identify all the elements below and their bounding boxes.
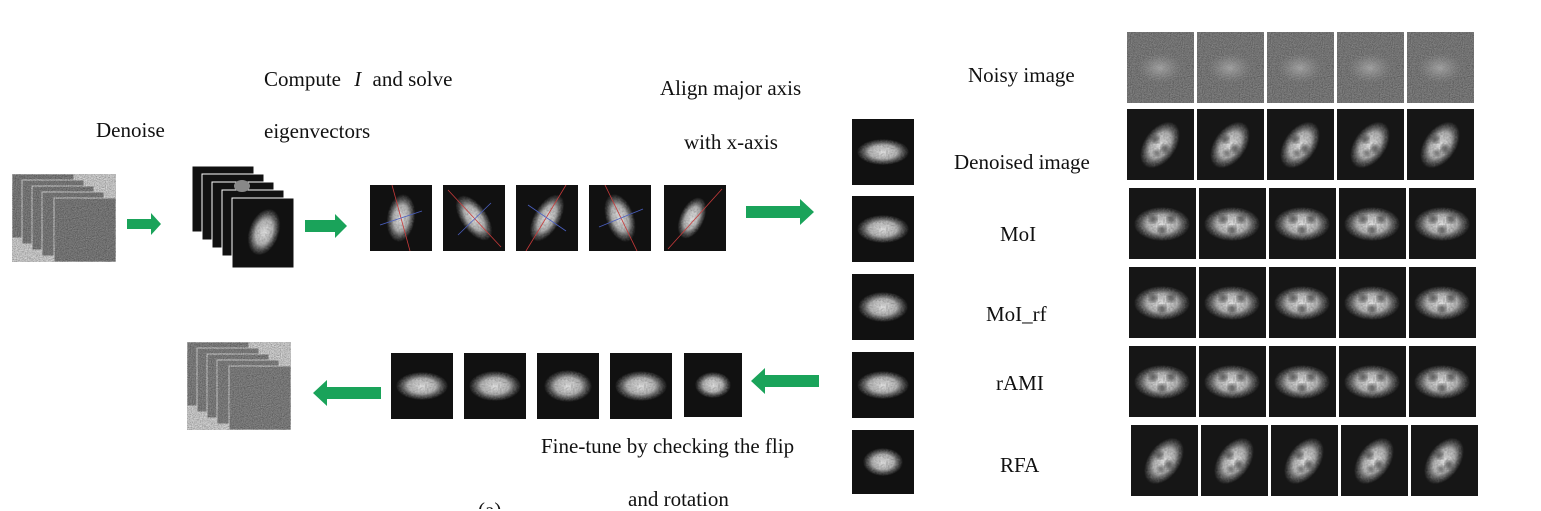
denoised-tile: [1337, 109, 1404, 180]
aligned-tile: [852, 196, 914, 262]
eigenvector-tile: [589, 185, 651, 251]
noisy-tile: [1197, 32, 1264, 103]
aligned-tile: [852, 352, 914, 418]
finetuned-tile: [391, 353, 453, 419]
finetuned-tile: [537, 353, 599, 419]
rami-tile: [1199, 346, 1266, 417]
row-label-moi-rf: MoI_rf: [986, 302, 1047, 326]
row-label-moi: MoI: [1000, 222, 1037, 246]
partial-caption: (a): [478, 500, 501, 509]
moi-rf-tile: [1199, 267, 1266, 338]
row-label-denoised: Denoised image: [954, 150, 1090, 174]
denoise-label: Denoise: [96, 118, 165, 142]
moi-tile: [1339, 188, 1406, 259]
compute-label-pre: Compute: [264, 67, 341, 91]
row-label-rfa: RFA: [1000, 453, 1040, 477]
align-label-line1: Align major axis: [660, 76, 802, 100]
noisy-tile: [1407, 32, 1474, 103]
moi-tile: [1199, 188, 1266, 259]
moi-tile: [1129, 188, 1196, 259]
moi-rf-tile: [1129, 267, 1196, 338]
denoised-tile: [1407, 109, 1474, 180]
aligned-tile: [852, 274, 914, 340]
rfa-tile: [1271, 425, 1338, 496]
eigenvector-tile: [664, 185, 726, 251]
row-label-rami: rAMI: [996, 371, 1044, 395]
eigenvector-tile: [370, 185, 432, 251]
rfa-tile: [1201, 425, 1268, 496]
rami-tile: [1129, 346, 1196, 417]
noisy-tile: [1267, 32, 1334, 103]
moi-rf-tile: [1269, 267, 1336, 338]
compute-label-line2: eigenvectors: [264, 119, 371, 143]
left-arrow-icon: [313, 380, 381, 406]
finetuned-tile: [684, 353, 742, 417]
finetune-label-line1: Fine-tune by checking the flip: [541, 434, 795, 458]
rfa-tile: [1411, 425, 1478, 496]
right-arrow-icon: [127, 213, 161, 235]
rami-tile: [1409, 346, 1476, 417]
denoised-stack: [191, 165, 295, 269]
moi-tile: [1269, 188, 1336, 259]
aligned-tile: [852, 119, 914, 185]
finetuned-tile: [610, 353, 672, 419]
denoised-tile: [1127, 109, 1194, 180]
rfa-tile: [1131, 425, 1198, 496]
eigenvector-tile: [516, 185, 578, 251]
noisy-tile: [1127, 32, 1194, 103]
noisy-tile: [1337, 32, 1404, 103]
denoised-tile: [1197, 109, 1264, 180]
finetuned-tile: [464, 353, 526, 419]
eigenvector-tile: [443, 185, 505, 251]
rami-tile: [1269, 346, 1336, 417]
aligned-tile: [852, 430, 914, 494]
left-arrow-icon: [751, 368, 819, 394]
moi-rf-tile: [1409, 267, 1476, 338]
rfa-tile: [1341, 425, 1408, 496]
rami-tile: [1339, 346, 1406, 417]
moi-tile: [1409, 188, 1476, 259]
compute-label-post: and solve: [372, 67, 453, 91]
right-arrow-icon: [746, 199, 814, 225]
compute-label: Compute I and solve: [264, 69, 452, 90]
denoised-tile: [1267, 109, 1334, 180]
right-arrow-icon: [305, 214, 347, 238]
compute-symbol: I: [354, 67, 362, 91]
row-label-noisy: Noisy image: [968, 63, 1075, 87]
noisy-input-stack: [11, 173, 117, 263]
output-stack: [186, 341, 292, 431]
moi-rf-tile: [1339, 267, 1406, 338]
finetune-label-line2: and rotation: [628, 487, 729, 511]
align-label-line2: with x-axis: [684, 130, 778, 154]
